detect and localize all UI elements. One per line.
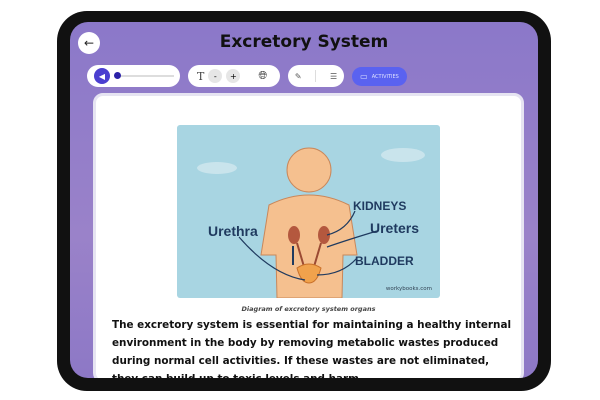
speaker-icon: ◀	[98, 71, 106, 81]
divider	[315, 70, 317, 82]
globe-icon[interactable]: 🌐︎	[258, 69, 268, 82]
monitor-icon: ▭	[360, 72, 368, 81]
watermark: workybooks.com	[385, 286, 432, 292]
decrease-font-button[interactable]: -	[208, 69, 223, 83]
list-icon[interactable]: ☰	[329, 71, 338, 81]
text-size-icon: T	[197, 69, 205, 83]
speaker-button[interactable]: ◀	[94, 68, 110, 84]
text-controls: T - + 🌐︎	[188, 65, 280, 87]
pen-icon[interactable]: ✎	[294, 71, 302, 81]
back-button[interactable]: ←	[78, 32, 100, 54]
content-card: KIDNEYS Ureters Urethra BLADDER workyboo…	[93, 93, 524, 378]
activities-button[interactable]: ▭ ACTIVITIES	[352, 67, 407, 86]
label-kidneys: KIDNEYS	[353, 199, 407, 213]
figure-caption: Diagram of excretory system organs	[241, 305, 376, 313]
label-bladder: BLADDER	[355, 254, 414, 268]
activities-label: ACTIVITIES	[371, 73, 399, 80]
tools-group: ✎ ☰	[288, 65, 344, 87]
increase-font-button[interactable]: +	[226, 69, 241, 83]
label-urethra: Urethra	[208, 223, 258, 239]
page-title: Excretory System	[219, 32, 389, 52]
body-paragraph: The excretory system is essential for ma…	[112, 319, 512, 378]
audio-progress-slider[interactable]	[114, 72, 174, 79]
slider-knob[interactable]	[114, 72, 121, 79]
arrow-left-icon: ←	[83, 36, 95, 50]
audio-player: ◀	[87, 65, 180, 87]
label-ureters: Ureters	[370, 220, 420, 236]
app-screen: ← Excretory System ◀ T - + 🌐︎ ✎ ☰ ▭ ACTI…	[70, 22, 538, 378]
excretory-diagram: KIDNEYS Ureters Urethra BLADDER workyboo…	[177, 125, 440, 298]
